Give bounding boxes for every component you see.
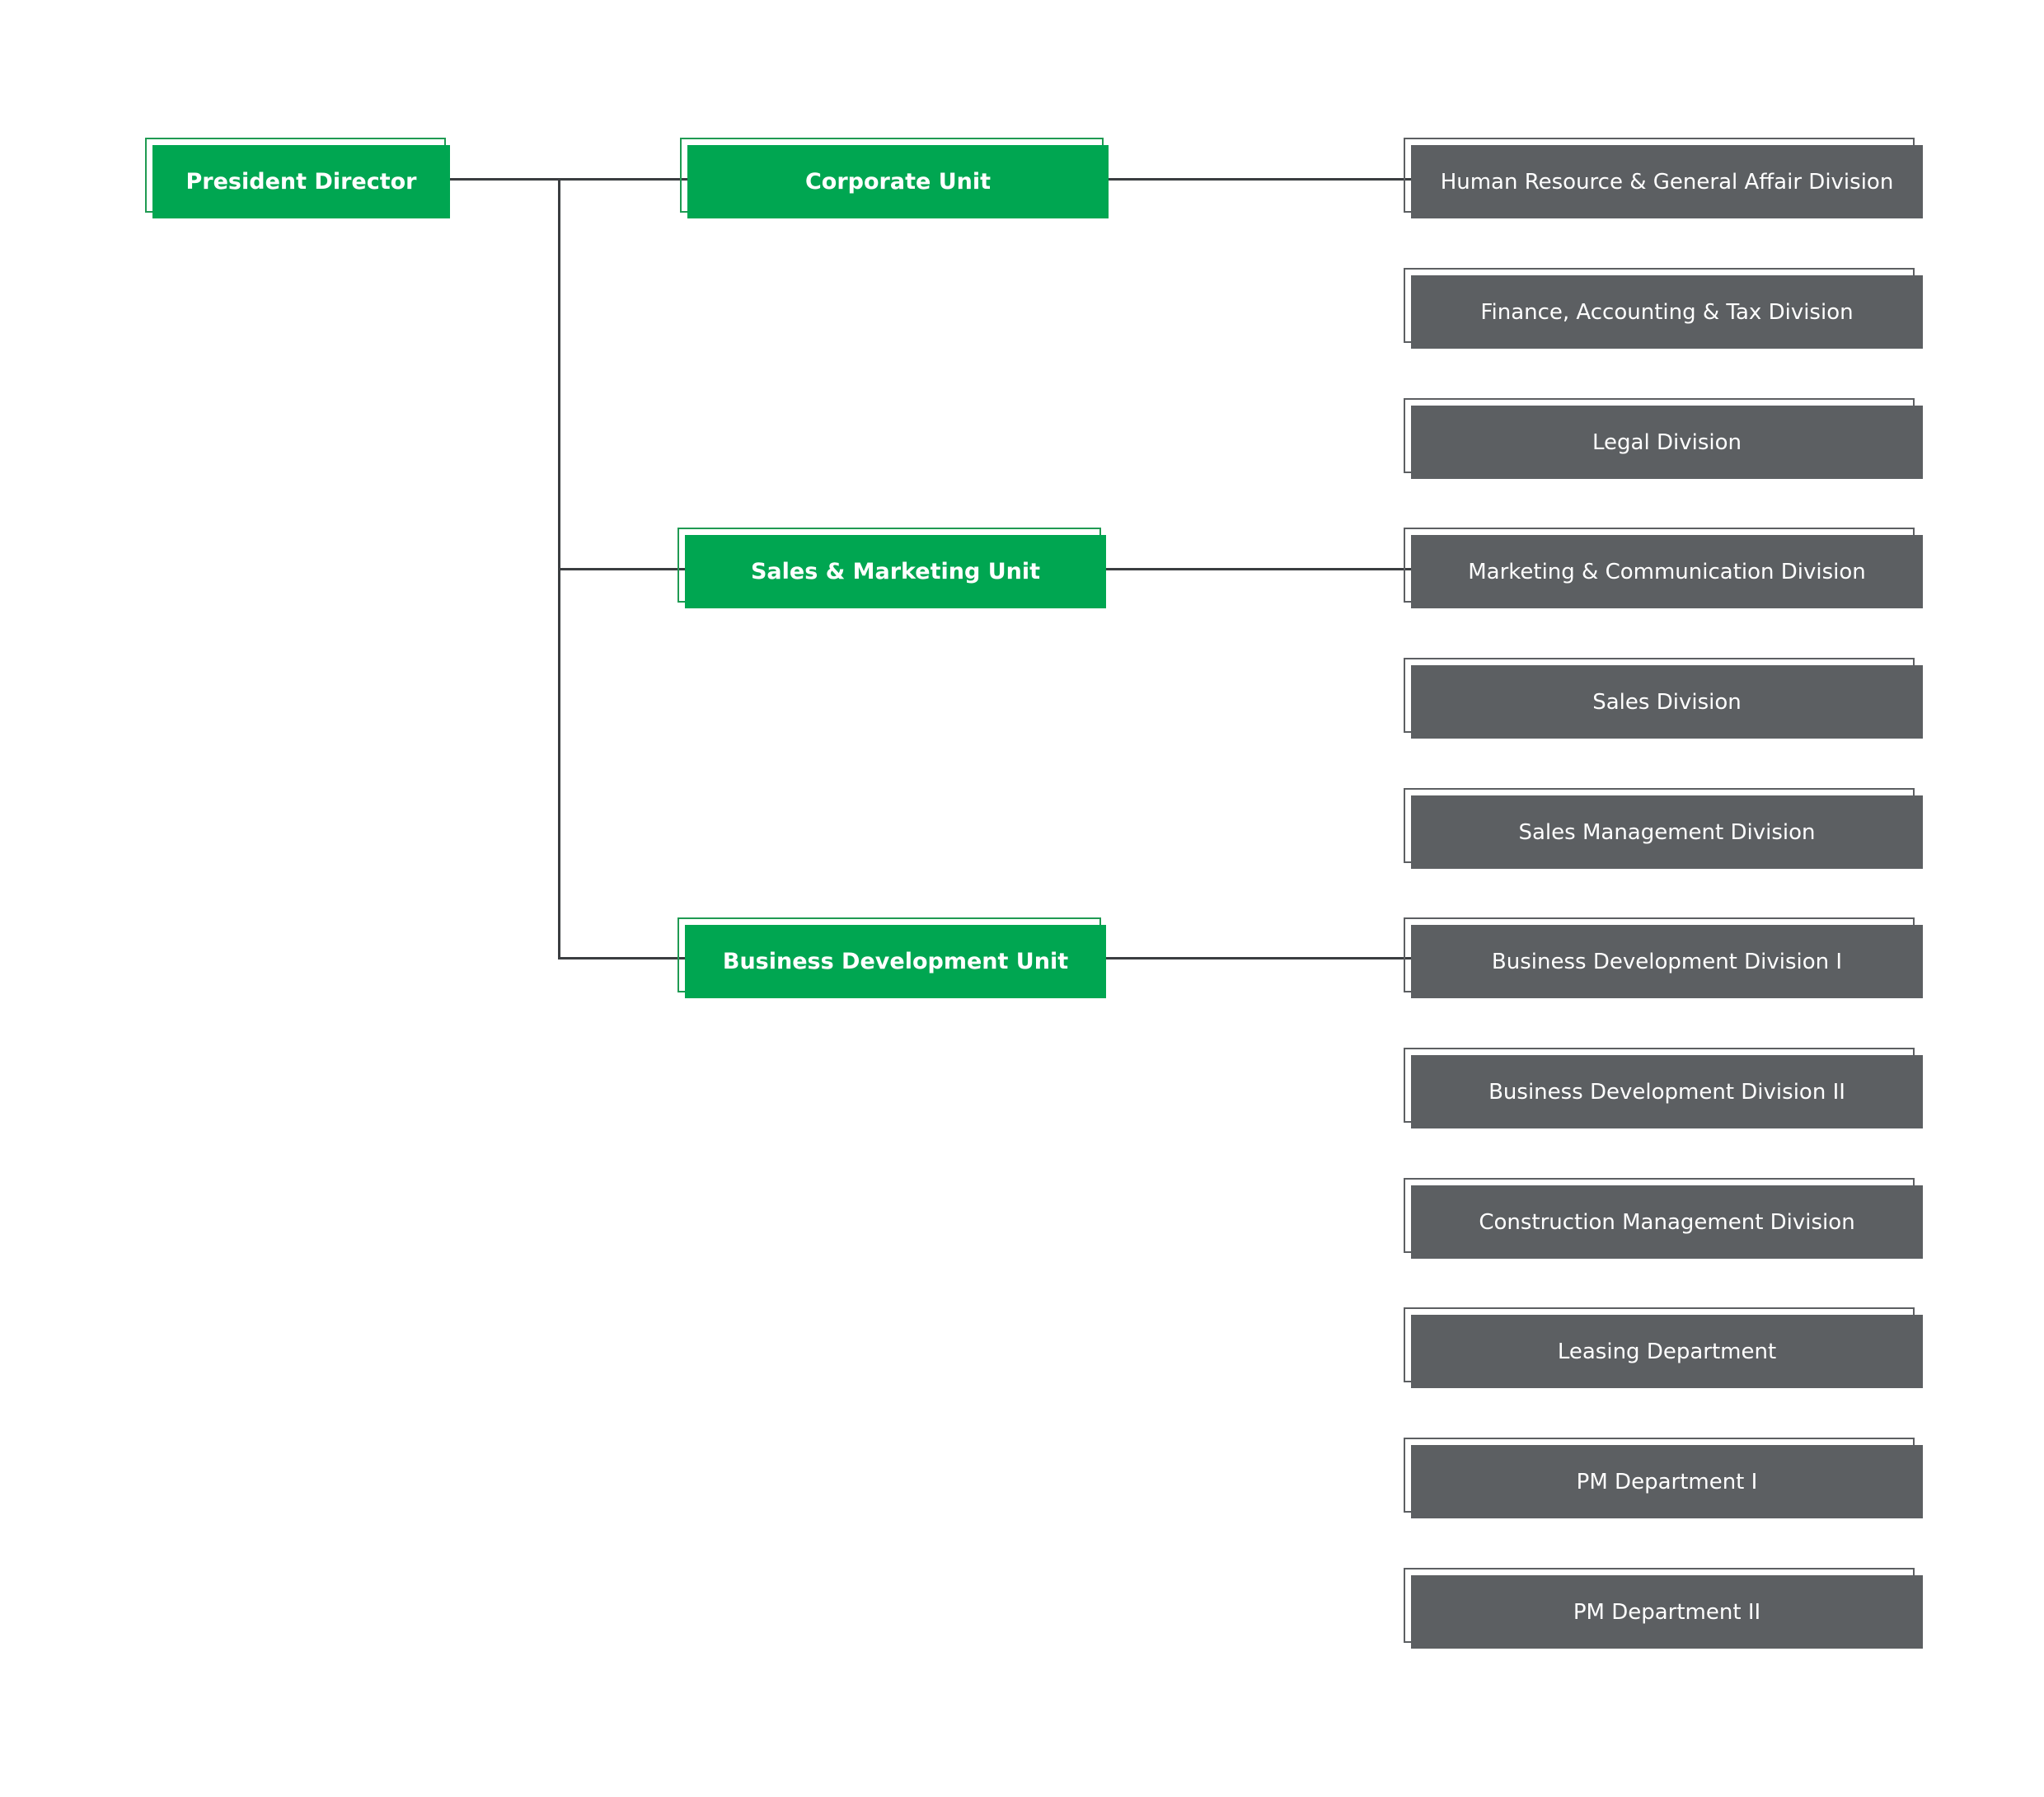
node-label: Corporate Unit [687,145,1109,218]
node-pm-department-i[interactable]: PM Department I [1404,1438,1924,1519]
connector-trunk-to-business-development [558,957,685,959]
node-label: Sales Division [1411,665,1923,739]
node-business-development-division-i[interactable]: Business Development Division I [1404,917,1924,999]
node-pm-department-ii[interactable]: PM Department II [1404,1568,1924,1649]
node-business-development-division-ii[interactable]: Business Development Division II [1404,1048,1924,1129]
node-label: Marketing & Communication Division [1411,535,1923,608]
node-label: Human Resource & General Affair Division [1411,145,1923,218]
node-label: Sales Management Division [1411,795,1923,869]
node-sales-marketing-unit[interactable]: Sales & Marketing Unit [677,528,1107,609]
node-construction-management-division[interactable]: Construction Management Division [1404,1178,1924,1260]
connector-business-development-to-bd-division [1106,957,1413,959]
node-marketing-communication-division[interactable]: Marketing & Communication Division [1404,528,1924,609]
node-label: Business Development Division II [1411,1055,1923,1128]
node-hr-general-affair-division[interactable]: Human Resource & General Affair Division [1404,138,1924,219]
node-label: PM Department I [1411,1445,1923,1518]
node-legal-division[interactable]: Legal Division [1404,398,1924,480]
node-corporate-unit[interactable]: Corporate Unit [680,138,1109,219]
node-label: President Director [152,145,450,218]
connector-corporate-to-hr-division [1109,178,1413,181]
connector-trunk-to-sales-marketing [558,568,685,570]
node-label: Legal Division [1411,406,1923,479]
node-label: Business Development Unit [685,925,1106,998]
node-president-director[interactable]: President Director [145,138,450,219]
node-leasing-department[interactable]: Leasing Department [1404,1307,1924,1389]
node-label: Finance, Accounting & Tax Division [1411,275,1923,349]
node-label: Construction Management Division [1411,1185,1923,1259]
node-sales-management-division[interactable]: Sales Management Division [1404,788,1924,870]
connector-sales-marketing-to-marketing-division [1106,568,1413,570]
node-sales-division[interactable]: Sales Division [1404,658,1924,739]
node-label: Business Development Division I [1411,925,1923,998]
node-finance-accounting-tax-division[interactable]: Finance, Accounting & Tax Division [1404,268,1924,350]
node-label: PM Department II [1411,1575,1923,1649]
connector-trunk-to-corporate [558,178,687,181]
node-label: Leasing Department [1411,1315,1923,1388]
connector-top-to-trunk [449,178,560,181]
node-business-development-unit[interactable]: Business Development Unit [677,917,1107,999]
node-label: Sales & Marketing Unit [685,535,1106,608]
